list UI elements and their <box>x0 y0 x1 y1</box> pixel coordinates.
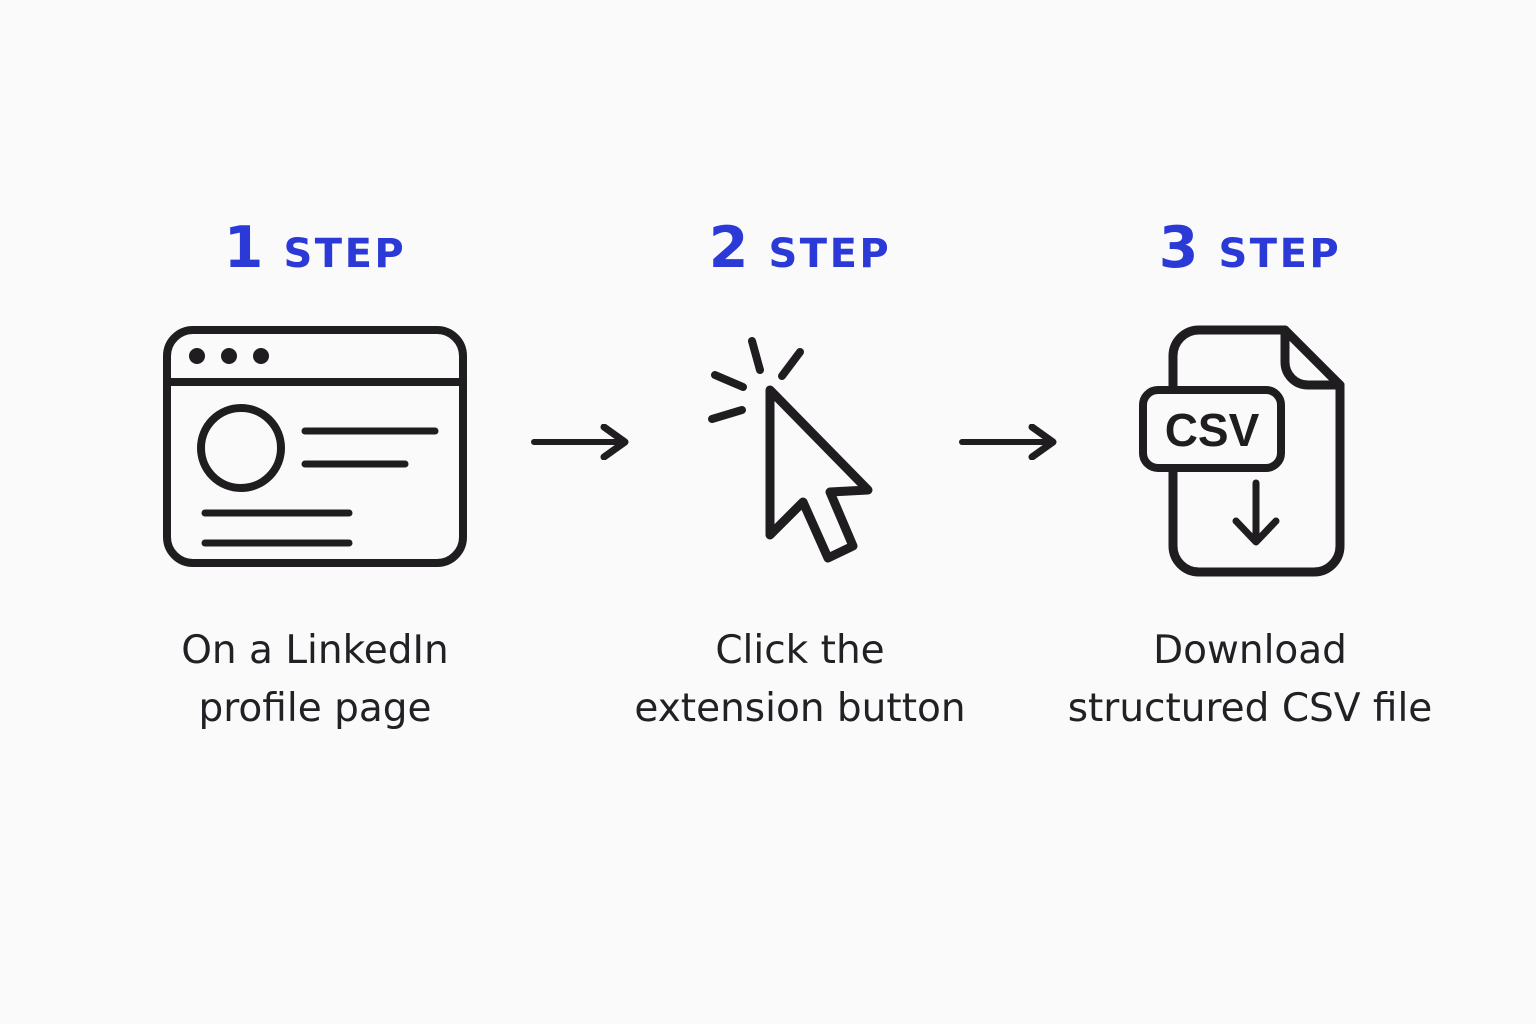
csv-file-download-icon: CSV <box>1139 325 1345 577</box>
browser-profile-icon <box>163 326 467 567</box>
step-1-label: STEP <box>283 231 407 277</box>
step-1-icon-wrap <box>95 325 535 568</box>
step-2-icon-wrap <box>580 330 1020 570</box>
step-2-header: 2 STEP <box>580 218 1020 284</box>
step-1-column: 1 STEP On a LinkedIn profile page <box>95 218 535 778</box>
step-1-header: 1 STEP <box>95 218 535 284</box>
step-2-label: STEP <box>768 231 892 277</box>
step-3-number: 3 <box>1158 215 1199 281</box>
step-2-number: 2 <box>708 215 749 281</box>
step-2-caption: Click the extension button <box>540 622 1060 738</box>
csv-badge-text: CSV <box>1165 404 1260 456</box>
step-3-column: 3 STEP CSV Download structured CSV file <box>1030 218 1470 778</box>
step-2-caption-line2: extension button <box>634 686 966 731</box>
arrow-right-icon <box>959 424 1057 460</box>
step-2-column: 2 STEP Click the extension button <box>580 218 1020 778</box>
step-1-caption-line1: On a LinkedIn <box>181 628 449 673</box>
cursor-click-icon <box>708 337 873 563</box>
step-3-label: STEP <box>1218 231 1342 277</box>
step-3-caption-line2: structured CSV file <box>1067 686 1433 731</box>
step-1-number: 1 <box>223 215 264 281</box>
step-2-caption-line1: Click the <box>715 628 885 673</box>
arrow-right-icon <box>531 424 629 460</box>
step-3-caption-line1: Download <box>1153 628 1347 673</box>
step-3-icon-wrap: CSV <box>1030 320 1470 585</box>
step-1-caption-line2: profile page <box>198 686 432 731</box>
step-3-caption: Download structured CSV file <box>990 622 1510 738</box>
step-1-caption: On a LinkedIn profile page <box>55 622 575 738</box>
step-3-header: 3 STEP <box>1030 218 1470 284</box>
